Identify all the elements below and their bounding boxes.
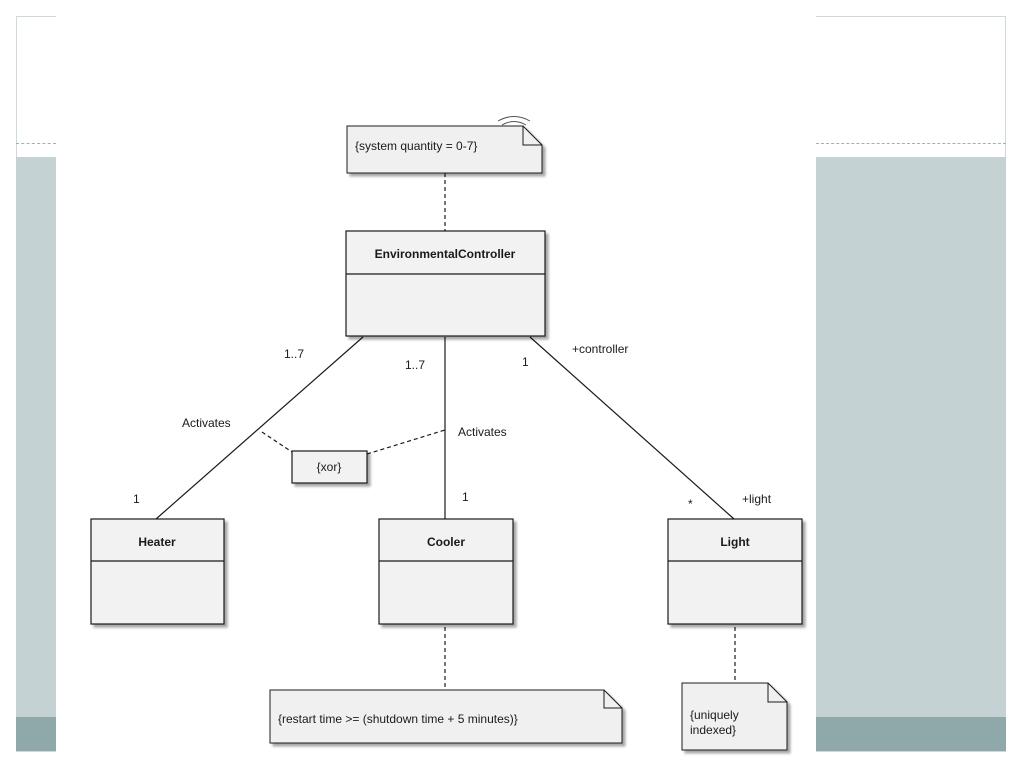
class-environmental-controller xyxy=(345,230,546,337)
note-uniquely-indexed xyxy=(681,682,788,751)
association-heater xyxy=(155,336,364,520)
role-controller-label: +controller xyxy=(572,342,628,356)
multiplicity-cooler: 1 xyxy=(462,490,469,504)
class-cooler xyxy=(378,518,514,625)
decorative-arc-inner xyxy=(501,121,527,126)
note-restart-time xyxy=(269,689,623,744)
note-restart-time-text: {restart time >= (shutdown time + 5 minu… xyxy=(278,712,518,726)
association-light xyxy=(529,336,735,520)
right-side-panel-footer xyxy=(816,717,1006,751)
note-system-quantity xyxy=(346,125,543,174)
activates-label-cooler: Activates xyxy=(458,425,507,439)
class-light xyxy=(667,518,803,625)
xor-link-left xyxy=(261,431,293,453)
left-side-panel xyxy=(16,157,56,717)
note-system-quantity-text: {system quantity = 0-7} xyxy=(355,139,477,153)
multiplicity-light: * xyxy=(688,497,693,511)
role-light-label: +light xyxy=(742,492,772,506)
multiplicity-heater: 1 xyxy=(133,492,140,506)
class-name-light: Light xyxy=(720,535,749,549)
class-heater xyxy=(90,518,225,625)
xor-constraint-text: {xor} xyxy=(317,460,342,474)
xor-link-right xyxy=(366,429,446,455)
note-uniquely-indexed-line1: {uniquely xyxy=(690,708,739,722)
class-name-environmental-controller: EnvironmentalController xyxy=(375,247,516,261)
xor-constraint-box xyxy=(291,450,368,484)
note-uniquely-indexed-line2: indexed} xyxy=(690,723,736,737)
right-side-panel xyxy=(816,157,1006,717)
multiplicity-controller-light: 1 xyxy=(522,355,529,369)
header-divider-left xyxy=(16,143,56,144)
activates-label-heater: Activates xyxy=(182,416,231,430)
class-name-heater: Heater xyxy=(138,535,176,549)
class-name-cooler: Cooler xyxy=(427,535,465,549)
multiplicity-controller-cooler: 1..7 xyxy=(405,358,425,372)
left-side-panel-footer xyxy=(16,717,56,751)
decorative-arc xyxy=(497,116,531,122)
header-divider-right xyxy=(816,143,1006,144)
multiplicity-controller-heater: 1..7 xyxy=(284,347,304,361)
